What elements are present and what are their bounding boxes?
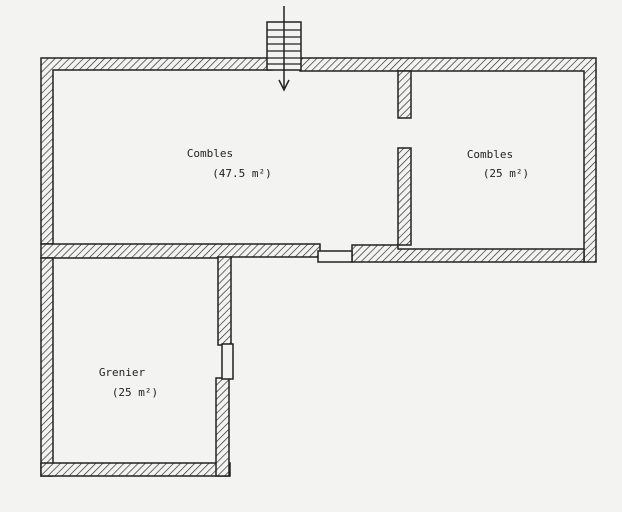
room-name-combles-main: Combles — [187, 147, 233, 160]
room-name-combles-small: Combles — [467, 148, 513, 161]
wall-grenier-left — [40, 257, 54, 477]
staircase — [266, 6, 302, 92]
grenier-walls — [40, 256, 232, 477]
door-grenier — [221, 343, 234, 380]
wall-partition-lower — [397, 147, 412, 246]
wall-top-left — [40, 57, 273, 245]
wall-top-right — [299, 57, 597, 263]
wall-middle-right — [351, 244, 585, 263]
door-middle — [317, 250, 353, 263]
room-area-combles-main: (47.5 m²) — [212, 167, 272, 180]
room-name-grenier: Grenier — [99, 366, 146, 379]
wall-grenier-right-upper — [217, 256, 232, 346]
arrow-down-icon — [278, 79, 290, 92]
room-area-grenier: (25 m²) — [112, 386, 158, 399]
wall-middle-left — [40, 243, 321, 259]
wall-grenier-bottom — [40, 462, 231, 477]
wall-grenier-right-lower — [215, 377, 230, 477]
room-area-combles-small: (25 m²) — [483, 167, 529, 180]
wall-partition-upper — [397, 70, 412, 119]
